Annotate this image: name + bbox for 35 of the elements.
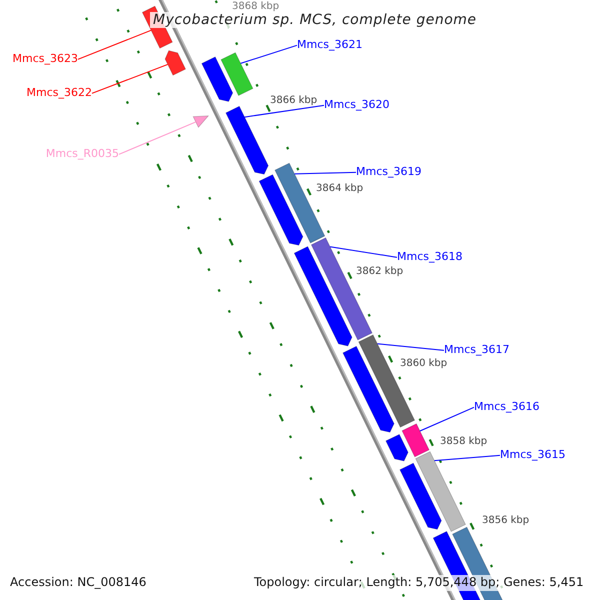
scale-label: 3868 kbp [232,1,280,12]
gene-label: Mmcs_3615 [500,449,566,462]
gene-feature [225,106,269,175]
gene-feature [192,116,210,128]
gene-label: Mmcs_3623 [12,53,78,66]
gene-feature [402,423,430,458]
accession-text: Accession: NC_008146 [8,575,148,591]
leader-line [376,343,444,351]
gene-label: Mmcs_3622 [26,87,92,100]
scale-label: 3858 kbp [440,436,488,448]
gene-label: Mmcs_3616 [474,401,540,414]
gene-label: Mmcs_3617 [444,344,510,357]
scale-label: 3860 kbp [400,358,448,370]
genome-summary-text: Topology: circular; Length: 5,705,448 bp; Genes: 5,451 [252,575,586,591]
leader-line [434,454,500,462]
gene-label: Mmcs_3620 [324,99,390,112]
leader-line [244,104,324,118]
leader-line [294,172,356,174]
gene-feature [164,50,186,76]
gene-label: Mmcs_3618 [397,251,462,264]
gene-label: Mmcs_3619 [356,166,422,179]
gene-feature [220,52,254,96]
scale-label: 3856 kbp [482,515,530,526]
gene-label: Mmcs_3621 [297,39,362,52]
scale-label: 3862 kbp [356,266,404,278]
leader-line [240,44,298,64]
leader-line [92,64,168,94]
leader-line [419,406,474,432]
leader-line [118,121,196,155]
scale-label: 3866 kbp [270,95,318,106]
leader-line [330,246,398,258]
gene-feature [415,451,466,532]
scale-label: 3864 kbp [316,183,364,194]
gene-label: Mmcs_R0035 [46,148,119,161]
leader-line [78,30,152,60]
